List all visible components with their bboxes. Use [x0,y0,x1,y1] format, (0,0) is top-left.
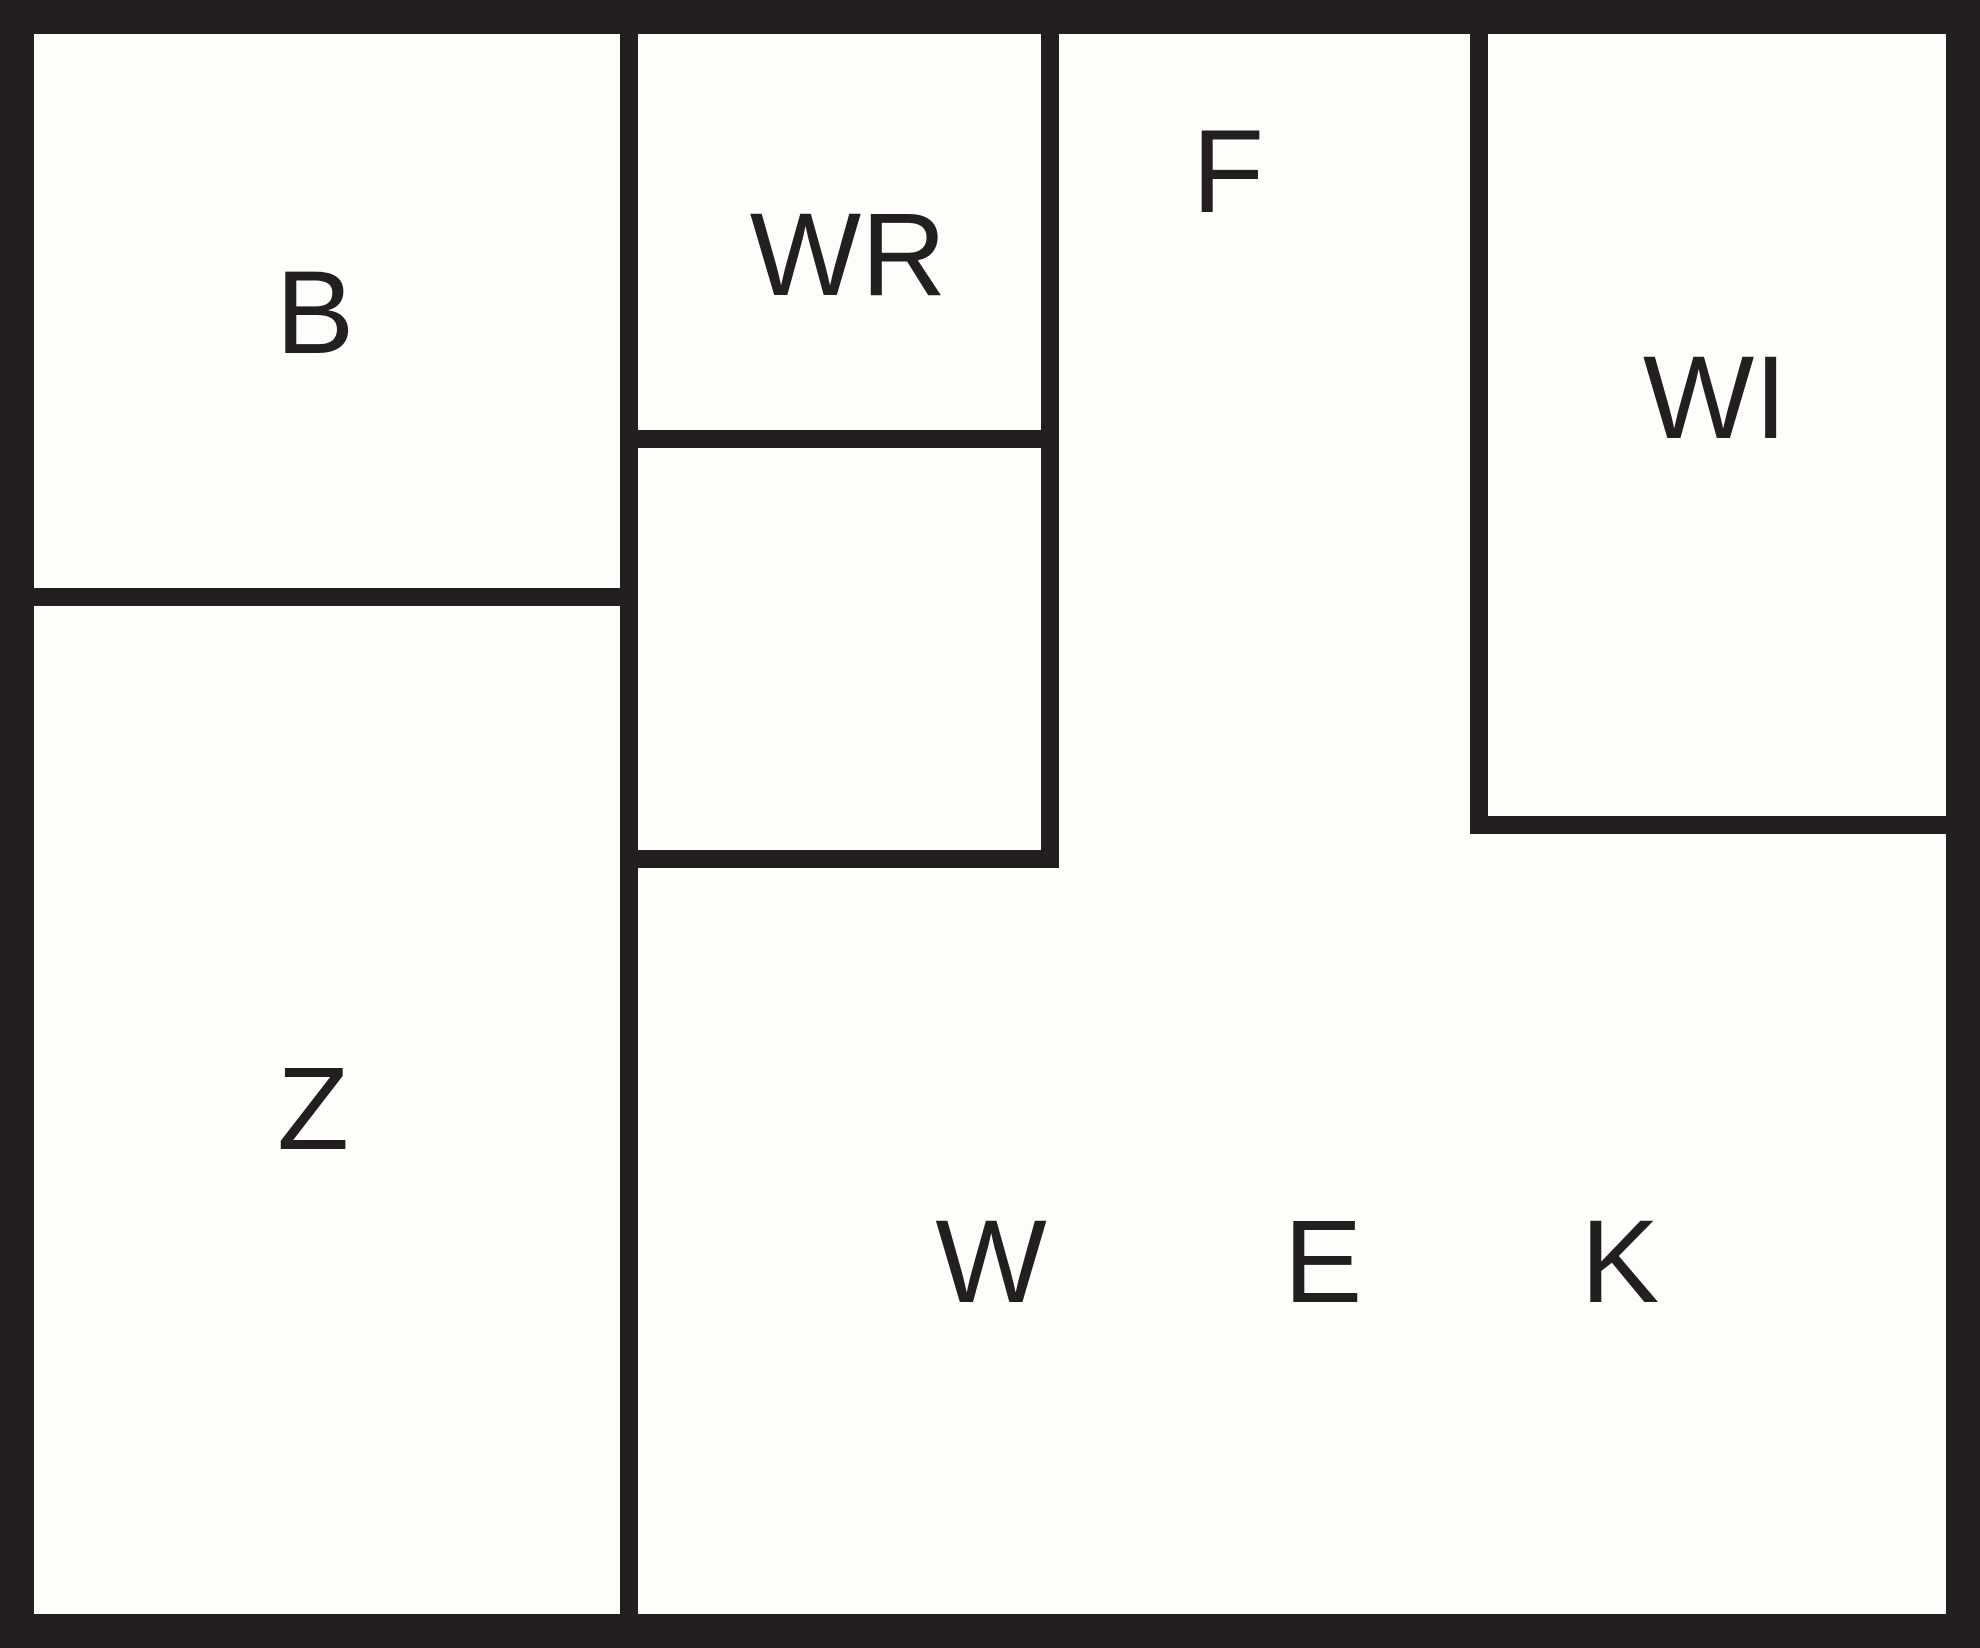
room-label-wi: WI [1643,332,1787,464]
room-label-z: Z [277,1043,349,1175]
wall-wr-right [1041,34,1059,868]
room-label-k: K [1581,1196,1660,1328]
room-label-wr: WR [750,189,947,321]
room-label-w: W [935,1196,1046,1328]
outer-wall-left [0,0,34,1648]
wall-wi-left [1470,34,1488,834]
room-label-b: B [276,247,355,379]
wall-wr-bottom [638,430,1041,448]
wall-wi-bottom [1470,816,1946,834]
room-label-f: F [1192,106,1264,238]
outer-wall-bottom [0,1614,1980,1648]
outer-wall-right [1946,0,1980,1648]
wall-closet-bottom [638,850,1059,868]
room-labels: B WR F WI Z W E K [276,106,1787,1328]
wall-b-z [34,588,620,606]
wall-left-column [620,34,638,1614]
room-label-e: E [1284,1196,1363,1328]
outer-wall-top [0,0,1980,34]
